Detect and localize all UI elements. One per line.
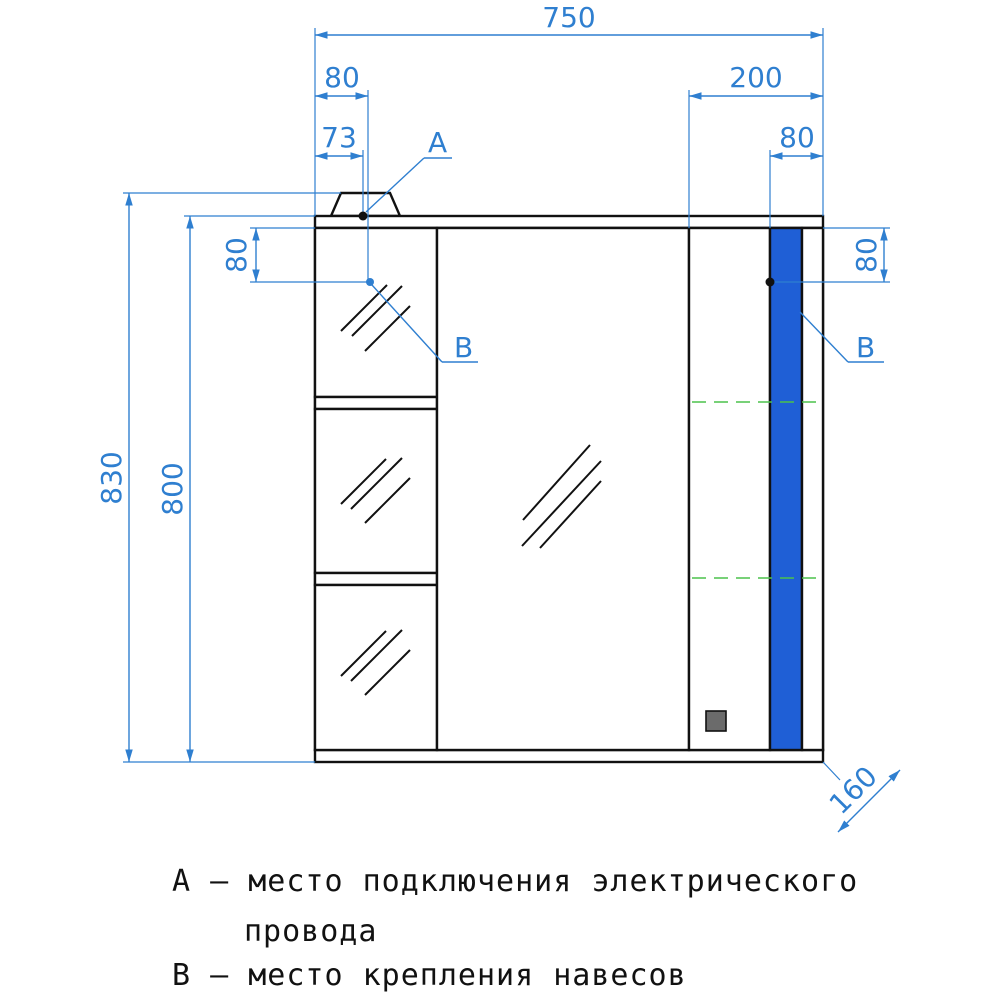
callout-b-right-label: B [856, 331, 875, 364]
point-b-right-marker [765, 277, 775, 287]
switch-icon [705, 710, 727, 732]
callout-b-right: B [765, 277, 884, 364]
right-side [800, 226, 825, 752]
dim-160-label: 160 [823, 760, 884, 821]
led-strip [768, 226, 804, 752]
left-panel-middle [313, 407, 439, 575]
left-shelf-2 [313, 571, 439, 587]
cabinet-body [313, 191, 825, 764]
dimension-200: 200 [688, 61, 823, 228]
top-plate [313, 214, 825, 230]
glass-hatch-left-middle [340, 457, 411, 524]
callout-b-left-label: B [454, 331, 473, 364]
dimension-73: 73 [315, 121, 364, 216]
dimension-750: 750 [314, 1, 824, 216]
dimension-80-vertical-right: 80 [770, 227, 890, 283]
bottom-plate [313, 748, 825, 764]
dimension-160: 160 [822, 760, 901, 833]
callout-a-label: A [428, 126, 447, 159]
right-door [687, 226, 772, 752]
mirror-door [435, 226, 691, 752]
dim-80-right-label: 80 [779, 121, 815, 154]
dim-80-left-label: 80 [324, 61, 360, 94]
point-b-left-marker [366, 278, 374, 286]
point-a-marker [358, 211, 368, 221]
callout-b-left: B [366, 278, 478, 364]
legend-line-a: A – место подключения электрического [172, 864, 859, 899]
dim-80-vleft-label: 80 [220, 237, 253, 273]
dim-830-label: 830 [95, 451, 128, 504]
dimension-80-right: 80 [769, 121, 823, 228]
legend-line-b: B – место крепления навесов [172, 958, 687, 993]
dim-73-label: 73 [321, 121, 357, 154]
legend-line-a-cont: провода [244, 914, 378, 949]
dim-200-label: 200 [729, 61, 782, 94]
glass-hatch-mirror [521, 444, 602, 549]
dim-800-label: 800 [156, 462, 189, 515]
dim-750-label: 750 [542, 1, 595, 34]
dimension-830: 830 [95, 192, 341, 763]
dimension-80-vertical-left: 80 [220, 227, 370, 283]
dim-80-vright-label: 80 [850, 237, 883, 273]
left-panel-bottom [313, 583, 439, 752]
glass-hatch-left-bottom [340, 629, 411, 696]
dimension-800: 800 [156, 215, 315, 762]
dimension-80-left: 80 [315, 61, 369, 285]
callout-a: A [358, 126, 452, 221]
left-shelf-1 [313, 395, 439, 411]
